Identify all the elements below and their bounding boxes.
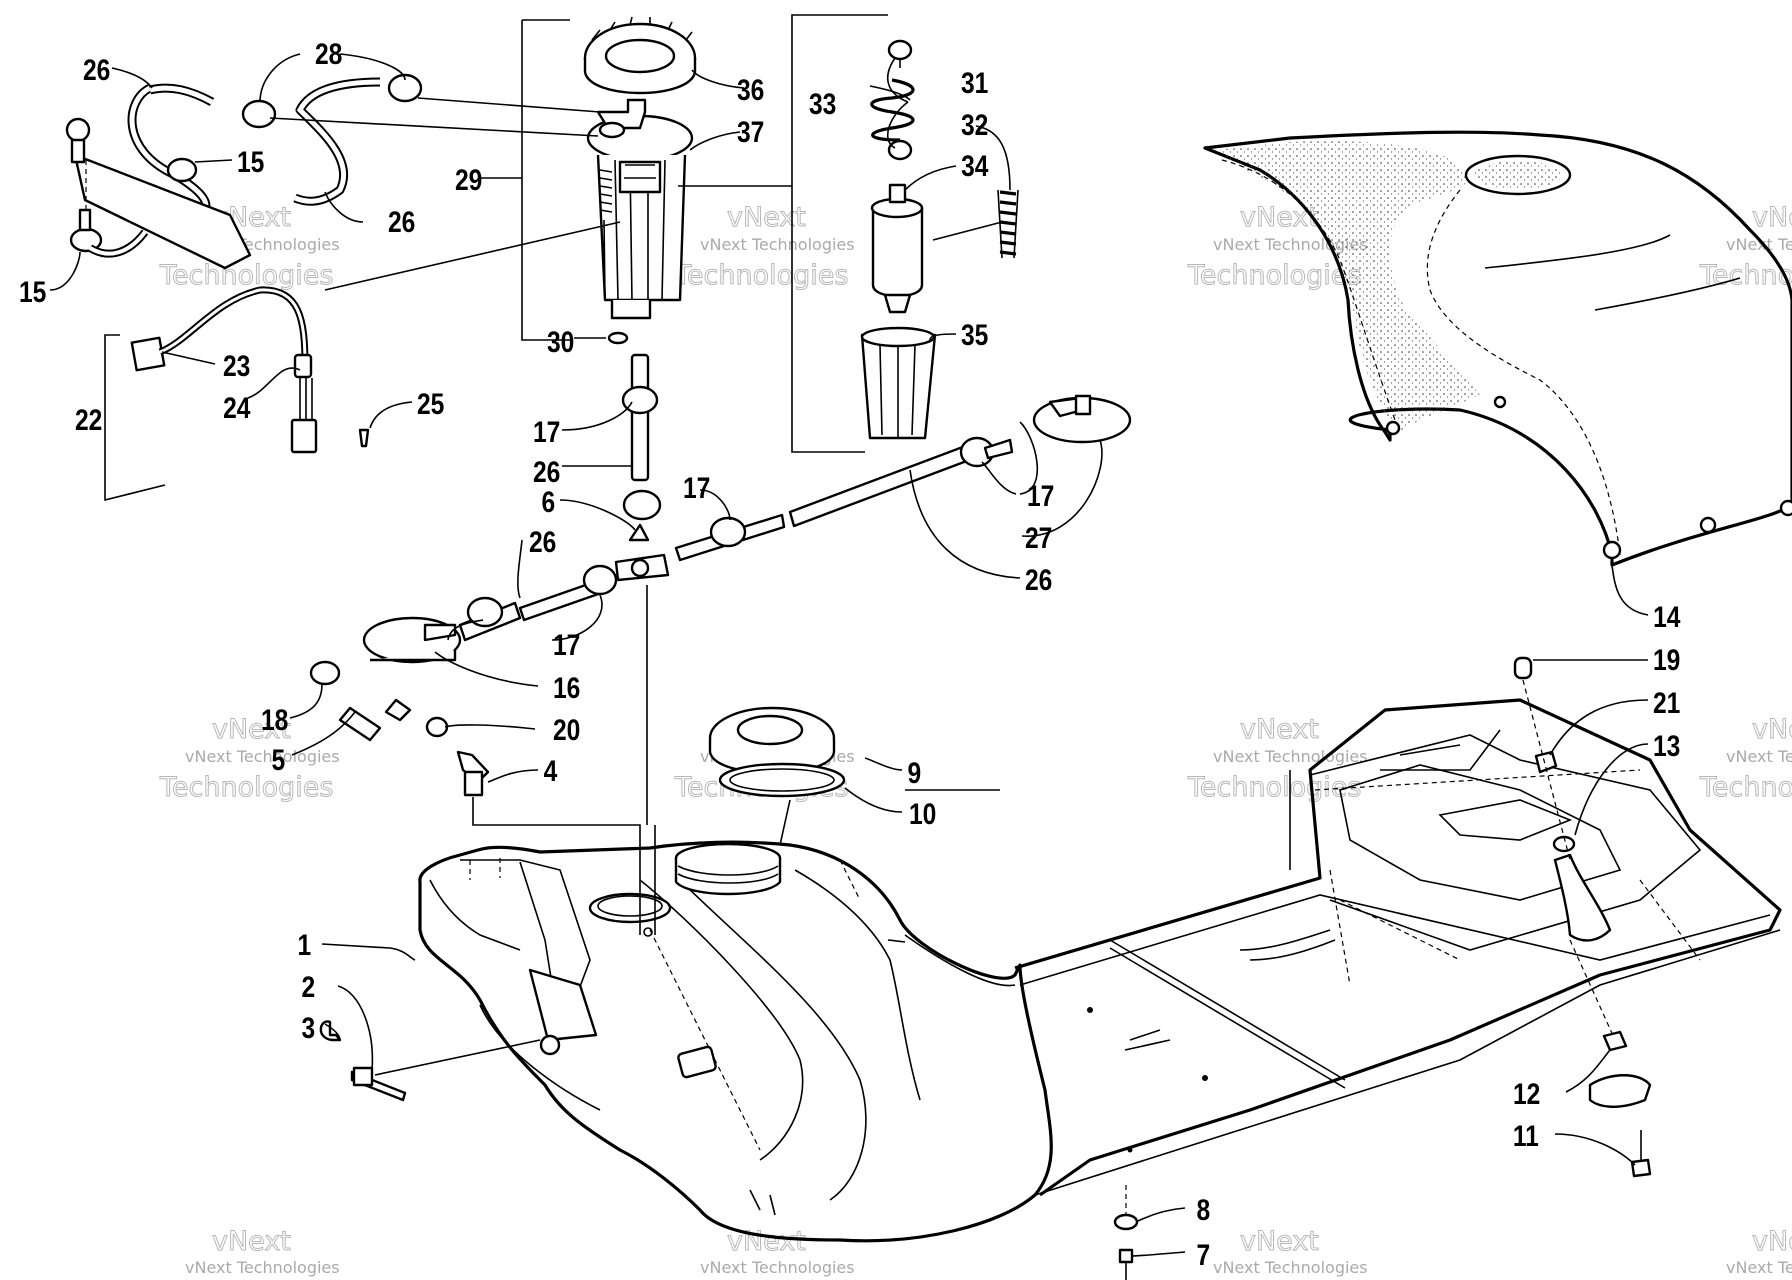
- callout-15a: 15: [237, 145, 264, 179]
- watermark-text: Technologies: [159, 772, 333, 803]
- callout-26a: 26: [83, 53, 110, 87]
- watermark-text: vNext Technologies: [1726, 235, 1792, 254]
- callout-8: 8: [1197, 1193, 1211, 1227]
- watermark: vNext vNext Technologies Technologies: [159, 714, 340, 804]
- watermark: vNext vNext Technologies Technologies: [674, 202, 855, 292]
- watermark-text: vNext Technologies: [1726, 1258, 1792, 1277]
- wiring-harness: [104, 221, 621, 502]
- watermark-text: vNext: [1752, 1226, 1792, 1257]
- callout-17d: 17: [553, 628, 580, 662]
- watermark-text: Technologies: [159, 260, 333, 291]
- watermark-text: Technologies: [1699, 260, 1792, 291]
- watermark: vNext vNext Technologies: [1213, 1226, 1368, 1278]
- callout-11: 11: [1513, 1119, 1539, 1153]
- watermark-text: vNext: [1752, 714, 1792, 745]
- callout-20: 20: [553, 713, 580, 747]
- watermark: vNext vNext Technologies: [185, 1226, 340, 1278]
- watermark-text: vNext: [212, 1226, 291, 1257]
- callout-30: 30: [547, 325, 574, 359]
- callout-7: 7: [1197, 1238, 1211, 1272]
- tray-chassis: [1014, 698, 1782, 1197]
- callout-1: 1: [298, 928, 312, 962]
- seat-cover: [1203, 130, 1792, 567]
- fuel-tank: [418, 840, 1053, 1243]
- hose-assembly: [65, 73, 601, 270]
- leader-lines: [49, 14, 1649, 1257]
- watermark-text: vNext: [1240, 1226, 1319, 1257]
- watermark-text: vNext Technologies: [1726, 747, 1792, 766]
- watermark-text: vNext Technologies: [185, 1258, 340, 1277]
- callout-24: 24: [223, 391, 251, 425]
- callout-25: 25: [417, 387, 444, 421]
- callout-17c: 17: [1027, 479, 1054, 513]
- callout-37: 37: [737, 115, 764, 149]
- callout-13: 13: [1653, 729, 1680, 763]
- watermark: vNext vNext Technologies Technologies: [1187, 714, 1368, 804]
- callout-21: 21: [1653, 686, 1680, 720]
- fuel-pump-module: [583, 16, 697, 345]
- callout-4: 4: [544, 754, 558, 788]
- fuel-line: [362, 353, 1132, 664]
- callout-16: 16: [553, 671, 580, 705]
- watermark: vNext vNext Technologies: [1726, 1226, 1792, 1278]
- callout-15b: 15: [19, 275, 46, 309]
- watermark: vNext vNext Technologies Technologies: [1699, 714, 1792, 804]
- watermark-text: vNext Technologies: [185, 747, 340, 766]
- callout-26c: 26: [533, 455, 560, 489]
- watermark-text: Technologies: [674, 260, 848, 291]
- callout-31: 31: [961, 66, 988, 100]
- watermark-text: vNext Technologies: [700, 1258, 855, 1277]
- callout-10: 10: [909, 797, 936, 831]
- watermark-text: vNext: [1240, 714, 1319, 745]
- callout-17a: 17: [533, 415, 560, 449]
- watermark-text: Technologies: [1699, 772, 1792, 803]
- watermark-text: Technologies: [1187, 260, 1361, 291]
- watermark: vNext vNext Technologies Technologies: [1699, 202, 1792, 292]
- watermark-text: vNext Technologies: [1213, 1258, 1368, 1277]
- callout-numbers: 1 2 3 4 5 6 7 8 9 10 11 12 13 14 15 15 1…: [19, 37, 1681, 1272]
- callout-23: 23: [223, 349, 250, 383]
- callout-26e: 26: [1025, 563, 1052, 597]
- callout-2: 2: [302, 970, 316, 1004]
- callout-36: 36: [737, 73, 764, 107]
- callout-26d: 26: [529, 525, 556, 559]
- watermark: vNext vNext Technologies: [700, 1226, 855, 1278]
- callout-28: 28: [315, 37, 342, 71]
- fuel-pump-parts: [860, 39, 1019, 440]
- callout-12: 12: [1513, 1077, 1540, 1111]
- watermark-text: vNext: [212, 714, 291, 745]
- callout-14: 14: [1653, 600, 1681, 634]
- callout-22: 22: [75, 403, 102, 437]
- hardware: [309, 585, 1652, 1280]
- callout-33: 33: [809, 87, 836, 121]
- callout-5: 5: [272, 743, 286, 777]
- callout-34: 34: [961, 149, 989, 183]
- callout-19: 19: [1653, 643, 1680, 677]
- watermark-text: vNext: [1752, 202, 1792, 233]
- watermark-text: vNext Technologies: [700, 235, 855, 254]
- callout-3: 3: [302, 1011, 316, 1045]
- watermark-text: Technologies: [1187, 772, 1361, 803]
- callout-17b: 17: [683, 471, 710, 505]
- callout-9: 9: [908, 756, 922, 790]
- watermark-layer: vNext vNext Technologies Technologies vN…: [159, 202, 1792, 1278]
- watermark-text: vNext Technologies: [1213, 747, 1368, 766]
- callout-18: 18: [261, 703, 288, 737]
- callout-27: 27: [1025, 521, 1052, 555]
- callout-6: 6: [542, 485, 556, 519]
- callout-29: 29: [455, 163, 482, 197]
- watermark-text: vNext: [727, 202, 806, 233]
- callout-26b: 26: [388, 205, 415, 239]
- callout-35: 35: [961, 318, 988, 352]
- callout-32: 32: [961, 108, 988, 142]
